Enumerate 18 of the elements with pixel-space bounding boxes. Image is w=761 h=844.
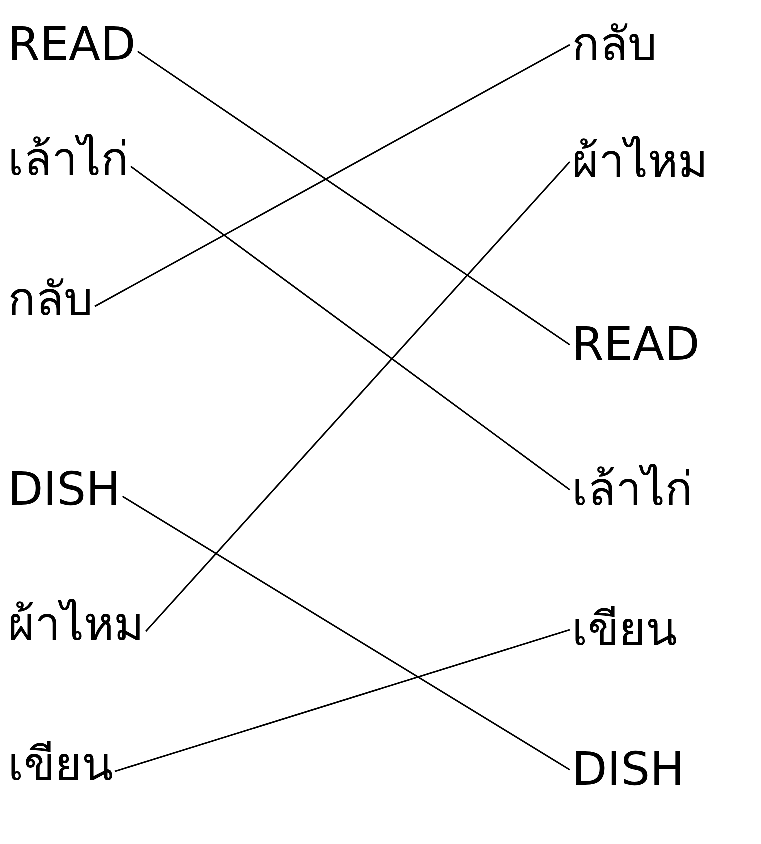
mirrored-word: เล้าไก่	[572, 462, 693, 518]
word: เล้าไก่	[8, 132, 129, 188]
mirrored-word: DISH	[572, 742, 685, 798]
mirrored-word: READ	[572, 317, 700, 373]
connector-line	[94, 44, 570, 308]
connector-line	[122, 496, 570, 771]
mirrored-word: ผ้าไหม	[572, 134, 708, 190]
word: DISH	[8, 462, 121, 518]
word: ผ้าไหม	[8, 597, 144, 653]
connector-line	[114, 629, 570, 772]
word: READ	[8, 17, 136, 73]
word: เขียน	[8, 737, 113, 793]
connector-line	[130, 166, 570, 491]
mirrored-word: กลับ	[572, 17, 657, 73]
word: กลับ	[8, 272, 93, 328]
mirrored-word: เขียน	[572, 602, 677, 658]
connector-line	[137, 50, 570, 346]
connector-line	[145, 161, 571, 632]
